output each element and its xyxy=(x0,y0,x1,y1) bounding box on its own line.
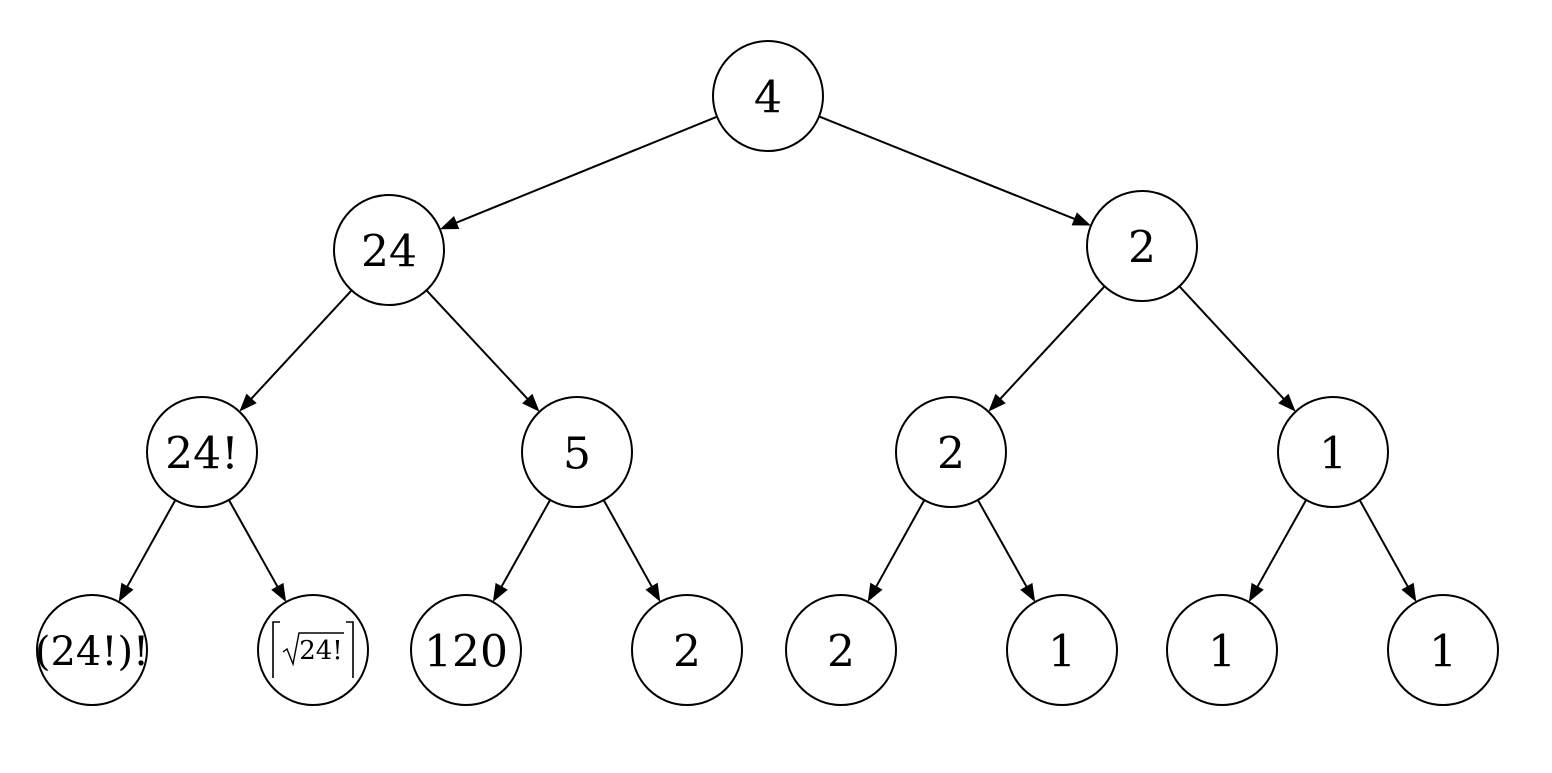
arrowhead xyxy=(118,582,134,602)
edges-layer xyxy=(118,115,1417,603)
arrowhead xyxy=(271,582,287,603)
tree-node-n7: (24!)! xyxy=(35,594,149,706)
edge-line xyxy=(454,115,718,225)
arrowhead xyxy=(988,393,1006,412)
tree-node-n5: 2 xyxy=(895,396,1007,508)
node-circle xyxy=(410,594,522,706)
node-circle xyxy=(631,594,743,706)
node-label: 1 xyxy=(1319,429,1347,480)
node-label: 24! xyxy=(165,429,239,480)
node-label: 2 xyxy=(673,627,701,678)
left-ceiling-bracket xyxy=(272,621,280,678)
edge-line xyxy=(499,499,551,589)
node-label: 24 xyxy=(361,227,417,278)
node-label: (24!)! xyxy=(35,629,149,675)
node-circle xyxy=(521,396,633,508)
node-label: 2 xyxy=(1128,223,1156,274)
tree-node-n9: 120 xyxy=(410,594,522,706)
node-circle xyxy=(785,594,897,706)
node-circle xyxy=(712,40,824,152)
edge-n0-n2 xyxy=(818,115,1091,226)
edge-n1-n4 xyxy=(425,289,540,412)
node-label: 1 xyxy=(1048,627,1076,678)
edge-line xyxy=(425,289,530,401)
edge-n0-n1 xyxy=(439,115,718,230)
arrowhead xyxy=(439,216,460,230)
sqrt-radical xyxy=(282,632,344,667)
edge-line xyxy=(998,285,1106,401)
edge-line xyxy=(228,499,280,589)
node-label: 2 xyxy=(937,429,965,480)
edge-n5-n12 xyxy=(977,499,1036,603)
tree-node-n8: 24! xyxy=(257,594,369,706)
tree-node-n6: 1 xyxy=(1277,396,1389,508)
node-label: 2 xyxy=(827,627,855,678)
edge-n5-n11 xyxy=(867,499,926,602)
node-circle xyxy=(333,194,445,306)
arrowhead xyxy=(492,582,508,603)
node-label: 1 xyxy=(1208,627,1236,678)
edge-n2-n6 xyxy=(1178,285,1296,412)
edge-line xyxy=(125,499,177,589)
tree-node-n4: 5 xyxy=(521,396,633,508)
edge-line xyxy=(249,289,353,401)
node-circle xyxy=(1166,594,1278,706)
tree-node-n0: 4 xyxy=(712,40,824,152)
node-circle xyxy=(146,396,258,508)
arrowhead xyxy=(1248,582,1264,603)
arrowhead xyxy=(239,393,257,412)
node-circle xyxy=(1387,594,1499,706)
edge-n4-n10 xyxy=(602,499,661,602)
edge-line xyxy=(1178,285,1286,401)
node-label: 5 xyxy=(563,429,591,480)
tree-node-n1: 24 xyxy=(333,194,445,306)
nodes-layer: 4 24 2 24! 5 2 1 (24!)! 24! 120 2 2 1 1 1 xyxy=(35,40,1499,706)
edge-line xyxy=(874,499,926,589)
node-circle xyxy=(895,396,1007,508)
edge-n3-n7 xyxy=(118,499,177,602)
tree-node-n10: 2 xyxy=(631,594,743,706)
tree-node-n2: 2 xyxy=(1086,190,1198,302)
arrowhead xyxy=(645,582,661,602)
edge-n2-n5 xyxy=(988,285,1106,412)
node-circle xyxy=(257,594,369,706)
tree-node-n14: 1 xyxy=(1387,594,1499,706)
arrowhead xyxy=(1278,393,1296,412)
tree-node-n3: 24! xyxy=(146,396,258,508)
edge-line xyxy=(602,499,654,589)
arrowhead xyxy=(1071,212,1091,226)
edge-n4-n9 xyxy=(492,499,551,603)
node-circle xyxy=(1086,190,1198,302)
edge-line xyxy=(818,115,1077,221)
tree-node-n12: 1 xyxy=(1006,594,1118,706)
tree-node-n13: 1 xyxy=(1166,594,1278,706)
edge-n6-n13 xyxy=(1248,499,1307,603)
tree-node-n11: 2 xyxy=(785,594,897,706)
arrowhead xyxy=(867,582,883,602)
arrowhead xyxy=(1401,582,1417,602)
arrowhead xyxy=(1020,582,1036,603)
right-ceiling-bracket xyxy=(346,621,354,678)
node-label: 1 xyxy=(1429,627,1457,678)
node-circle xyxy=(1277,396,1389,508)
edge-n1-n3 xyxy=(239,289,353,412)
node-label: 120 xyxy=(424,627,508,678)
node-circle xyxy=(1006,594,1118,706)
edge-n3-n8 xyxy=(228,499,287,603)
edge-n6-n14 xyxy=(1358,499,1417,602)
node-circle xyxy=(36,594,148,706)
edge-line xyxy=(977,499,1029,589)
arrowhead xyxy=(522,393,540,412)
edge-line xyxy=(1358,499,1410,589)
node-label: 4 xyxy=(754,73,782,124)
node-label: 24! xyxy=(299,636,343,666)
edge-line xyxy=(1255,499,1307,589)
